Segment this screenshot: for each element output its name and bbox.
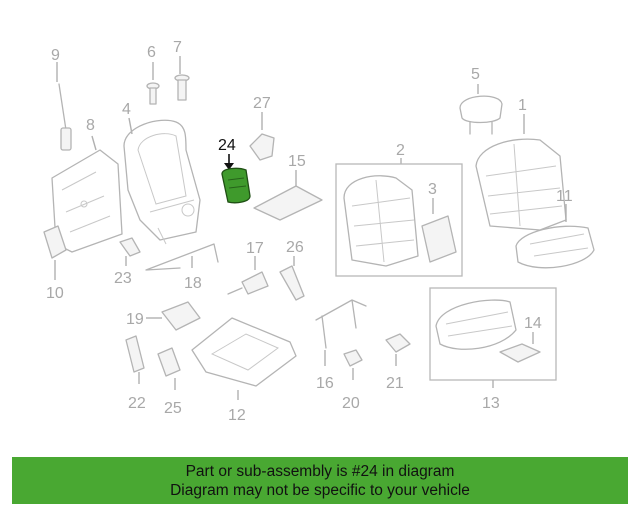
callout-26: 26 [286,239,304,256]
part-19-drawing[interactable] [146,301,201,331]
part-20-drawing[interactable] [343,349,363,380]
callout-6: 6 [147,44,156,61]
callout-25: 25 [164,400,182,417]
callout-9: 9 [51,47,60,64]
callout-20: 20 [342,395,360,412]
part-12-drawing[interactable] [191,317,297,400]
part-11-drawing[interactable] [515,204,595,269]
part-2-drawing[interactable] [343,175,419,267]
part-8-drawing[interactable] [51,135,123,253]
part-13-drawing[interactable] [435,299,517,350]
part-4-drawing[interactable] [123,117,201,245]
callout-19: 19 [126,311,144,328]
callout-8: 8 [86,117,95,134]
callout-13: 13 [482,395,500,412]
banner-line-1: Part or sub-assembly is #24 in diagram [185,463,455,480]
part-21-drawing[interactable] [385,333,411,366]
part-2-box [335,163,463,277]
part-15-drawing[interactable] [253,170,323,221]
parts-diagram: 9 6 7 8 4 27 24 [43,39,595,424]
callout-23: 23 [114,270,132,287]
callout-11: 11 [556,188,573,205]
callout-3: 3 [428,181,437,198]
part-25-drawing[interactable] [157,347,181,390]
part-7-drawing[interactable] [174,56,190,101]
part-6-drawing[interactable] [146,62,160,105]
callout-22: 22 [128,395,146,412]
part-14-drawing[interactable] [499,332,541,363]
part-16-drawing[interactable] [315,299,367,366]
part-9-drawing[interactable] [56,62,72,151]
callout-21: 21 [386,375,404,392]
info-banner: Part or sub-assembly is #24 in diagram D… [12,457,628,504]
part-22-drawing[interactable] [125,335,145,384]
part-10-drawing[interactable] [43,225,67,280]
callout-14: 14 [524,315,542,332]
callout-10: 10 [46,285,64,302]
part-13-box [429,287,557,381]
callout-2: 2 [396,142,405,159]
callout-24: 24 [218,137,236,154]
callout-4: 4 [122,101,131,118]
part-18-drawing[interactable] [145,243,219,271]
part-27-drawing[interactable] [249,112,275,161]
callout-18: 18 [184,275,202,292]
callout-1: 1 [518,97,527,114]
callout-15: 15 [288,153,306,170]
callout-16: 16 [316,375,334,392]
callout-27: 27 [253,95,271,112]
callout-5: 5 [471,66,480,83]
part-23-drawing[interactable] [119,237,141,266]
part-5-drawing[interactable] [459,84,503,135]
part-24-drawing[interactable] [221,154,251,204]
callout-12: 12 [228,407,246,424]
callout-17: 17 [246,240,264,257]
part-26-drawing[interactable] [279,256,305,301]
banner-line-2: Diagram may not be specific to your vehi… [170,482,470,499]
part-17-drawing[interactable] [227,256,269,295]
part-1-drawing[interactable] [475,114,567,231]
callout-7: 7 [173,39,182,56]
part-3-drawing[interactable] [421,198,457,263]
